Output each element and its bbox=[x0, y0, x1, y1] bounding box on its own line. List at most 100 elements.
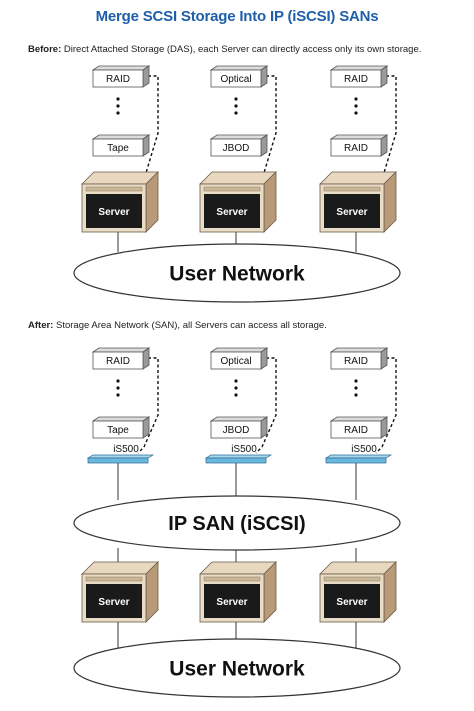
server-panel bbox=[324, 194, 380, 228]
dot bbox=[354, 97, 358, 101]
after-user-network-shape bbox=[73, 638, 401, 698]
box-top bbox=[209, 65, 269, 71]
switch-top bbox=[86, 454, 155, 459]
before-server-2: Server bbox=[199, 171, 277, 233]
before-storage-top-3-label: RAID bbox=[344, 74, 368, 85]
after-storage-top-1-label: RAID bbox=[106, 356, 130, 367]
before-user-network: User Network bbox=[73, 243, 401, 303]
box-side bbox=[260, 134, 268, 157]
server-panel bbox=[324, 584, 380, 618]
dot bbox=[234, 111, 238, 115]
after-switch-1: iS500 bbox=[86, 444, 155, 464]
dot bbox=[116, 104, 120, 108]
after-user-network: User Network bbox=[73, 638, 401, 698]
server-slot bbox=[203, 576, 261, 582]
box-top bbox=[91, 134, 151, 140]
after-text: Storage Area Network (SAN), all Servers … bbox=[53, 320, 327, 331]
box-side bbox=[380, 134, 388, 157]
switch-body bbox=[205, 457, 267, 464]
box-face bbox=[92, 420, 144, 439]
server-top bbox=[199, 561, 277, 575]
box-side bbox=[142, 347, 150, 370]
after-storage-top-1: RAID bbox=[91, 347, 151, 370]
ip-san-label: IP SAN (iSCSI) bbox=[168, 513, 305, 535]
box-top bbox=[329, 416, 389, 422]
dot bbox=[234, 393, 238, 397]
after-storage-bottom-1: Tape bbox=[91, 416, 151, 439]
after-storage-bottom-1-label: Tape bbox=[107, 425, 129, 436]
before-storage-bottom-3-label: RAID bbox=[344, 143, 368, 154]
dot bbox=[234, 386, 238, 390]
before-storage-bottom-3: RAID bbox=[329, 134, 389, 157]
dot bbox=[234, 104, 238, 108]
box-face bbox=[330, 69, 382, 88]
server-slot bbox=[323, 576, 381, 582]
dot bbox=[116, 97, 120, 101]
box-side bbox=[380, 347, 388, 370]
after-server-1: Server bbox=[81, 561, 159, 623]
server-top bbox=[81, 171, 159, 185]
before-cable-3 bbox=[379, 75, 397, 194]
switch-body bbox=[325, 457, 387, 464]
before-storage-top-2: Optical bbox=[209, 65, 269, 88]
after-server-2-label: Server bbox=[216, 597, 247, 608]
before-storage-bottom-1: Tape bbox=[91, 134, 151, 157]
dot bbox=[354, 386, 358, 390]
before-user-network-label: User Network bbox=[169, 263, 305, 286]
box-top bbox=[329, 65, 389, 71]
before-server-3: Server bbox=[319, 171, 397, 233]
before-caption: Before: Direct Attached Storage (DAS), e… bbox=[28, 44, 468, 55]
before-cable-1 bbox=[141, 75, 159, 194]
before-server-1: Server bbox=[81, 171, 159, 233]
server-top bbox=[319, 561, 397, 575]
after-switch-1-label: iS500 bbox=[113, 444, 139, 455]
after-switch-3-label: iS500 bbox=[351, 444, 377, 455]
dot bbox=[116, 386, 120, 390]
after-user-network-label: User Network bbox=[169, 658, 305, 681]
dot bbox=[116, 111, 120, 115]
before-server-1-label: Server bbox=[98, 207, 129, 218]
after-caption: After: Storage Area Network (SAN), all S… bbox=[28, 320, 468, 331]
box-top bbox=[209, 134, 269, 140]
box-side bbox=[380, 416, 388, 439]
server-slot bbox=[85, 186, 143, 192]
before-cable-2 bbox=[259, 75, 277, 194]
page-title: Merge SCSI Storage Into IP (iSCSI) SANs bbox=[95, 8, 379, 25]
after-cable-2 bbox=[255, 357, 277, 454]
box-face bbox=[330, 138, 382, 157]
box-top bbox=[209, 347, 269, 353]
after-server-3: Server bbox=[319, 561, 397, 623]
box-face bbox=[210, 138, 262, 157]
box-face bbox=[330, 351, 382, 370]
after-server-3-label: Server bbox=[336, 597, 367, 608]
after-cable-1 bbox=[137, 357, 159, 454]
after-storage-bottom-3: RAID bbox=[329, 416, 389, 439]
switch-top bbox=[204, 454, 273, 459]
before-storage-top-1-label: RAID bbox=[106, 74, 130, 85]
before-dots-3 bbox=[354, 97, 358, 115]
before-server-2-label: Server bbox=[216, 207, 247, 218]
before-user-network-shape bbox=[73, 243, 401, 303]
after-switch-2: iS500 bbox=[204, 444, 273, 464]
before-dots-1 bbox=[116, 97, 120, 115]
box-side bbox=[260, 65, 268, 88]
before-storage-bottom-2: JBOD bbox=[209, 134, 269, 157]
box-face bbox=[210, 69, 262, 88]
dot bbox=[116, 379, 120, 383]
before-storage-top-2-label: Optical bbox=[220, 74, 251, 85]
after-storage-top-2: Optical bbox=[209, 347, 269, 370]
box-face bbox=[210, 351, 262, 370]
before-lead: Before: bbox=[28, 44, 62, 55]
box-face bbox=[330, 420, 382, 439]
box-top bbox=[91, 416, 151, 422]
server-panel bbox=[204, 194, 260, 228]
after-server-1-label: Server bbox=[98, 597, 129, 608]
switch-top bbox=[324, 454, 393, 459]
after-cable-3 bbox=[375, 357, 397, 454]
box-face bbox=[92, 351, 144, 370]
switch-body bbox=[87, 457, 149, 464]
after-dots-2 bbox=[234, 379, 238, 397]
box-side bbox=[260, 416, 268, 439]
